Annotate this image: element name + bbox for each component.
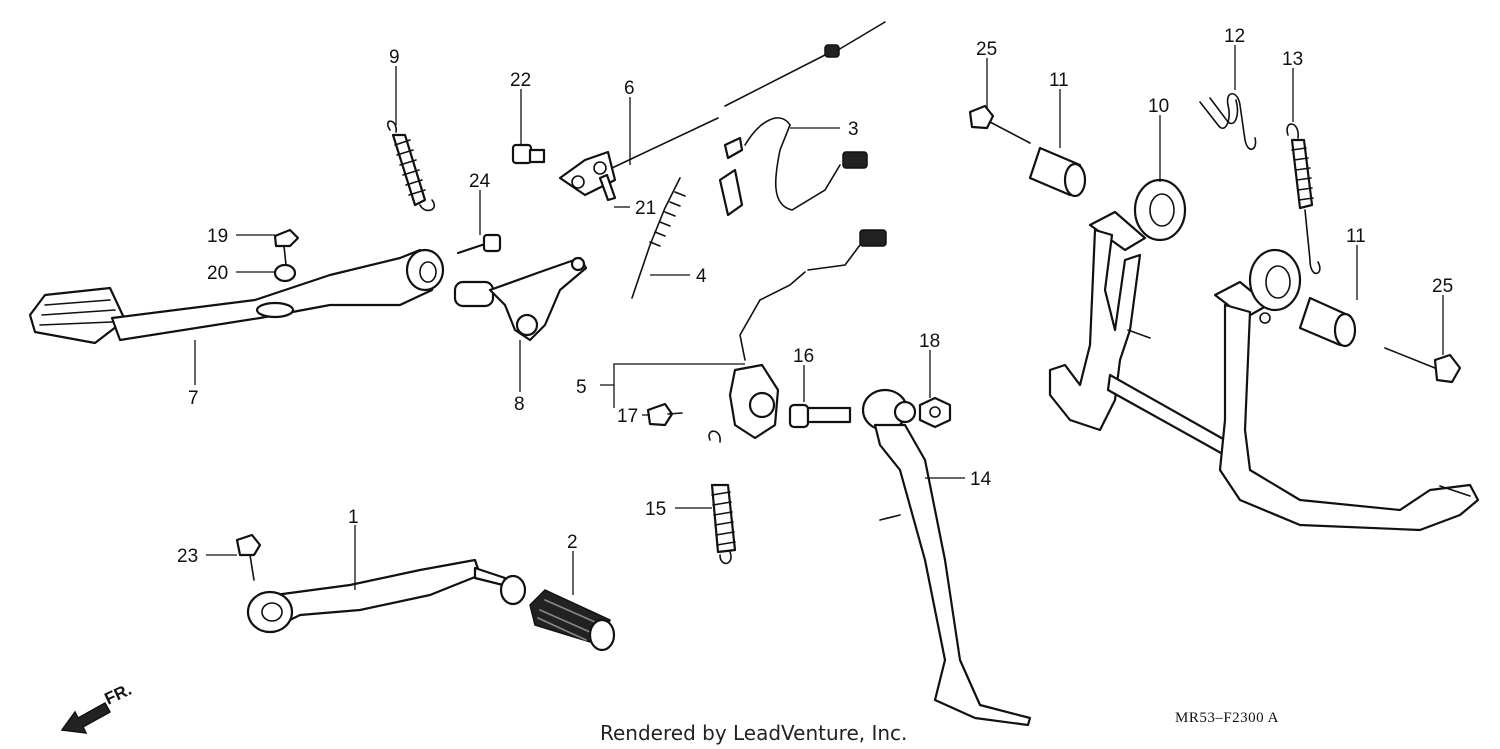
callout-1: 1: [348, 507, 359, 528]
collar-11b-part: [1298, 296, 1357, 348]
diagram-code: MR53–F2300 A: [1175, 710, 1279, 726]
spring-13-part: [1286, 123, 1321, 275]
callout-6: 6: [624, 78, 635, 99]
callout-20: 20: [207, 263, 228, 284]
callout-10: 10: [1148, 96, 1169, 117]
side-stand-part: [861, 388, 1032, 727]
callout-23: 23: [177, 546, 198, 567]
cotter-pin-part: [598, 173, 617, 202]
callout-12: 12: [1224, 26, 1245, 47]
brake-pedal-part: [28, 248, 445, 345]
main-stand-part: [1048, 178, 1480, 532]
callout-15: 15: [645, 499, 666, 520]
callout-4: 4: [696, 266, 707, 287]
spring-4-part: [631, 177, 686, 299]
callout-2: 2: [567, 532, 578, 553]
callout-7: 7: [188, 388, 199, 409]
brake-rod-part: [558, 21, 886, 197]
callout-11b: 11: [1346, 226, 1366, 247]
bolt-16-part: [788, 403, 852, 429]
footer-credit: Rendered by LeadVenture, Inc.: [600, 721, 907, 745]
nut-20-part: [273, 263, 297, 283]
callout-24: 24: [469, 171, 491, 192]
bolt-17-part: [646, 402, 683, 427]
spring-9-part: [387, 120, 436, 212]
callout-14: 14: [970, 469, 992, 490]
callout-8: 8: [514, 394, 525, 415]
callout-18: 18: [919, 331, 940, 352]
callout-3: 3: [848, 119, 859, 140]
leader-lines: [194, 45, 1444, 595]
callout-16: 16: [793, 346, 814, 367]
callout-17: 17: [617, 406, 638, 427]
nut-18-part: [918, 396, 952, 429]
callout-13: 13: [1282, 49, 1303, 70]
callout-25b: 25: [1432, 276, 1453, 297]
callout-9: 9: [389, 47, 400, 68]
callout-21: 21: [635, 198, 656, 219]
shift-rubber-part: [529, 589, 616, 652]
bolt-23-part: [235, 533, 262, 581]
gearshift-pedal-part: [246, 558, 527, 634]
callout-11a: 11: [1049, 70, 1069, 91]
callout-25a: 25: [976, 39, 997, 60]
collar-11a-part: [1028, 146, 1087, 198]
pin-22-part: [511, 143, 546, 165]
spring-clip-12-part: [1199, 92, 1257, 150]
sidestand-switch-part: [728, 229, 887, 440]
callout-5: 5: [576, 377, 587, 398]
callout-labels: 1 2 3 4 5 6 7 8 9 10 11 11 12 13 14 15 1…: [177, 26, 1453, 567]
spring-15-part: [708, 430, 737, 565]
callout-19: 19: [207, 226, 228, 247]
bolt-25a-part: [968, 104, 1031, 144]
bolt-24-part: [456, 233, 502, 255]
bolt-19-part: [273, 228, 300, 266]
front-direction-label: FR.: [102, 680, 135, 709]
front-direction-arrow-icon: [60, 701, 112, 734]
bolt-25b-part: [1384, 347, 1462, 384]
brake-arm-part: [453, 256, 588, 342]
brake-switch-part: [718, 117, 868, 217]
callout-22: 22: [510, 70, 531, 91]
